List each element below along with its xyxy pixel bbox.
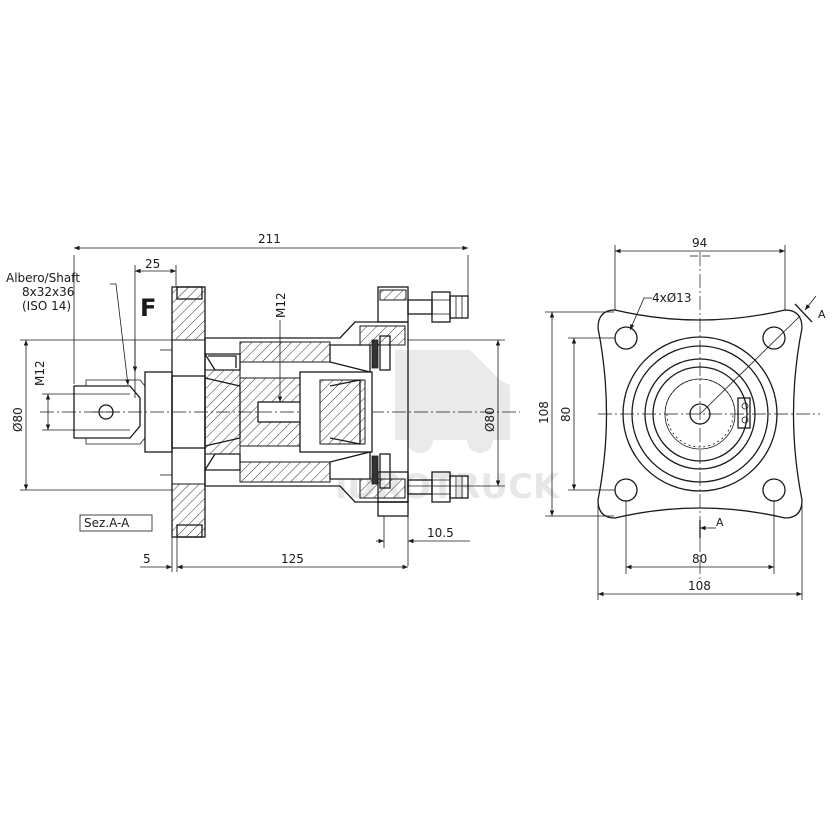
upper-fitting xyxy=(377,286,469,323)
section-letter-top: A xyxy=(818,308,826,321)
label-dim-5: 5 xyxy=(143,552,151,566)
section-mark-bottom: A xyxy=(699,516,724,538)
label-dim-211: 211 xyxy=(258,232,281,246)
label-dim-108-width: 108 xyxy=(688,579,711,593)
shaft-note-line-3: (ISO 14) xyxy=(22,299,71,313)
label-dim-108-height: 108 xyxy=(537,401,551,424)
dimension-left-thread: M12 xyxy=(33,360,74,431)
section-mark-top: A xyxy=(699,295,826,415)
dimension-top-width: 94 xyxy=(614,236,786,310)
view-marker-f: F xyxy=(140,294,156,322)
label-dim-25: 25 xyxy=(145,257,160,271)
pump-housing xyxy=(203,321,409,503)
lower-fitting xyxy=(377,471,469,517)
label-dim-left-diameter: Ø80 xyxy=(11,407,25,432)
dimension-right-diameter: Ø80 xyxy=(408,339,505,487)
shaft-note-line-1: Albero/Shaft xyxy=(6,271,80,285)
bolt-hole-bottom-left xyxy=(614,478,638,502)
dimension-overall-width: 108 xyxy=(597,505,803,600)
section-label-box: Sez.A-A xyxy=(79,514,153,532)
dimension-flange-thickness: 10.5 xyxy=(376,516,470,566)
shaft-note: Albero/Shaft 8x32x36 (ISO 14) xyxy=(6,271,130,386)
dimension-shaft-projection: 25 xyxy=(134,257,177,398)
dimension-overall-height: 108 xyxy=(537,311,614,517)
front-view: A A 4xØ13 94 108 xyxy=(537,236,826,600)
mounting-flange xyxy=(160,286,206,538)
bolt-hole-bottom-right xyxy=(762,478,786,502)
input-shaft xyxy=(73,371,206,453)
front-flange-outline xyxy=(597,309,803,519)
label-dim-top-thread: M12 xyxy=(274,292,288,318)
side-section-view: 211 25 F Albero/Shaft 8x32x36 (ISO 14) Ø… xyxy=(6,232,520,572)
label-dim-10-5: 10.5 xyxy=(427,526,454,540)
label-dim-125: 125 xyxy=(281,552,304,566)
section-letter-bottom: A xyxy=(716,516,724,529)
label-dim-left-thread: M12 xyxy=(33,360,47,386)
dimension-bolt-spacing-side: 80 xyxy=(559,337,615,491)
dimension-body-length: 5 125 xyxy=(140,537,408,572)
bolt-hole-top-right xyxy=(762,326,786,350)
hole-note: 4xØ13 xyxy=(629,291,691,331)
section-label: Sez.A-A xyxy=(84,516,130,530)
dimension-overall-length: 211 xyxy=(73,232,469,384)
spline-teeth xyxy=(664,378,736,448)
bolt-hole-top-left xyxy=(614,326,638,350)
dimension-left-diameter: Ø80 xyxy=(11,339,172,491)
label-dim-94: 94 xyxy=(692,236,707,250)
label-dim-right-diameter: Ø80 xyxy=(483,407,497,432)
shaft-note-line-2: 8x32x36 xyxy=(22,285,74,299)
label-dim-80-bottom: 80 xyxy=(692,552,707,566)
dimension-top-thread: M12 xyxy=(274,292,288,402)
label-dim-80-side: 80 xyxy=(559,407,573,422)
hole-note-text: 4xØ13 xyxy=(652,291,691,305)
dimension-bolt-spacing-bottom: 80 xyxy=(625,500,775,574)
